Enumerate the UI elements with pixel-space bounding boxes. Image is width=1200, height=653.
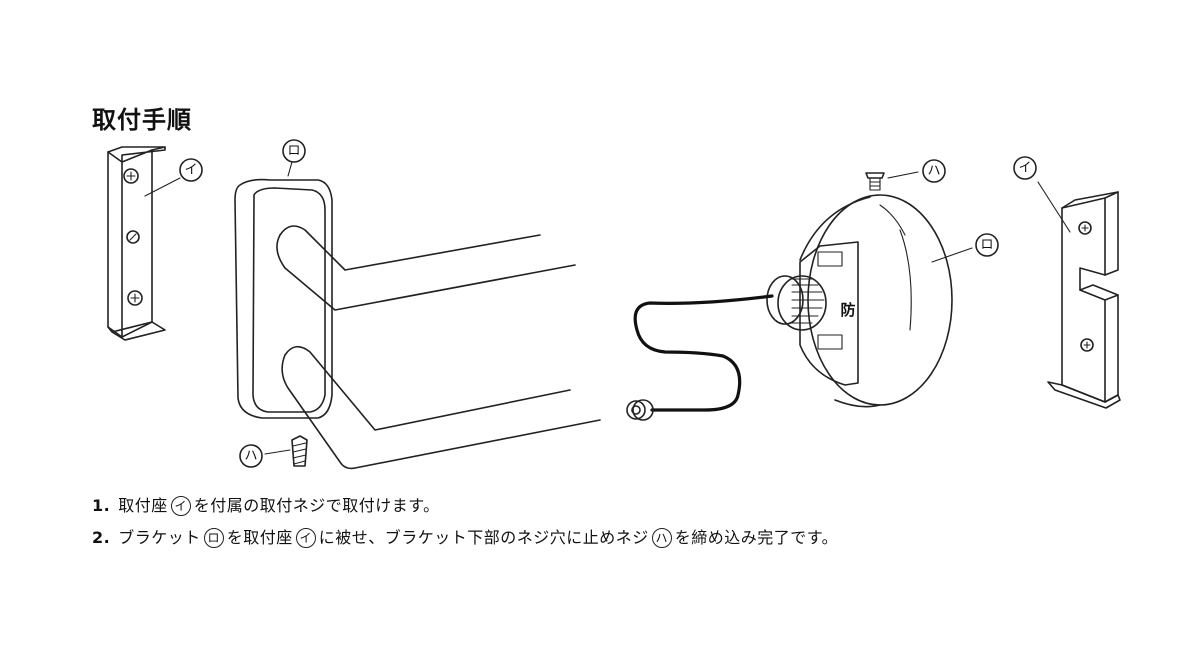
marker-i-left: イ bbox=[179, 158, 203, 182]
step-1: 1. 取付座イを付属の取付ネジで取付けます。 bbox=[92, 492, 440, 516]
step-1-text-b: を付属の取付ネジで取付けます。 bbox=[193, 496, 440, 515]
mounting-seat-right bbox=[1037, 181, 1121, 409]
svg-text:ハ: ハ bbox=[244, 449, 257, 464]
page-title: 取付手順 bbox=[92, 106, 192, 134]
step-2-text-a: ブラケット bbox=[118, 528, 201, 547]
step-1-number: 1. bbox=[92, 496, 111, 515]
bracket-with-bar-left bbox=[234, 161, 601, 470]
marker-i-right: イ bbox=[1013, 156, 1037, 180]
step-2-text-b: を取付座 bbox=[226, 528, 293, 547]
step-2-number: 2. bbox=[92, 528, 111, 547]
step-2-marker-ha: ハ bbox=[651, 528, 672, 548]
svg-text:ハ: ハ bbox=[927, 164, 940, 179]
step-2-text-d: を締め込み完了です。 bbox=[674, 528, 839, 547]
bracket-with-knob-right: 防 bbox=[626, 171, 973, 421]
svg-text:ロ: ロ bbox=[287, 144, 300, 159]
step-2-text-c: に被せ、ブラケット下部のネジ穴に止めネジ bbox=[318, 528, 649, 547]
svg-text:イ: イ bbox=[1018, 161, 1031, 176]
svg-text:イ: イ bbox=[184, 163, 197, 178]
step-2: 2. ブラケットロを取付座イに被せ、ブラケット下部のネジ穴に止めネジハを締め込み完… bbox=[92, 524, 838, 548]
step-2-marker-i: イ bbox=[295, 528, 316, 548]
marker-ro-left: ロ bbox=[282, 139, 306, 163]
marker-ha-left: ハ bbox=[239, 444, 263, 468]
mounting-seat-left bbox=[107, 146, 181, 341]
valve-badge-text: 防 bbox=[840, 301, 855, 319]
svg-text:ロ: ロ bbox=[980, 238, 993, 253]
marker-ha-right: ハ bbox=[922, 159, 946, 183]
marker-ro-right: ロ bbox=[975, 233, 999, 257]
step-1-marker-i: イ bbox=[170, 496, 191, 516]
step-1-text-a: 取付座 bbox=[118, 496, 168, 515]
step-2-marker-ro: ロ bbox=[203, 528, 224, 548]
